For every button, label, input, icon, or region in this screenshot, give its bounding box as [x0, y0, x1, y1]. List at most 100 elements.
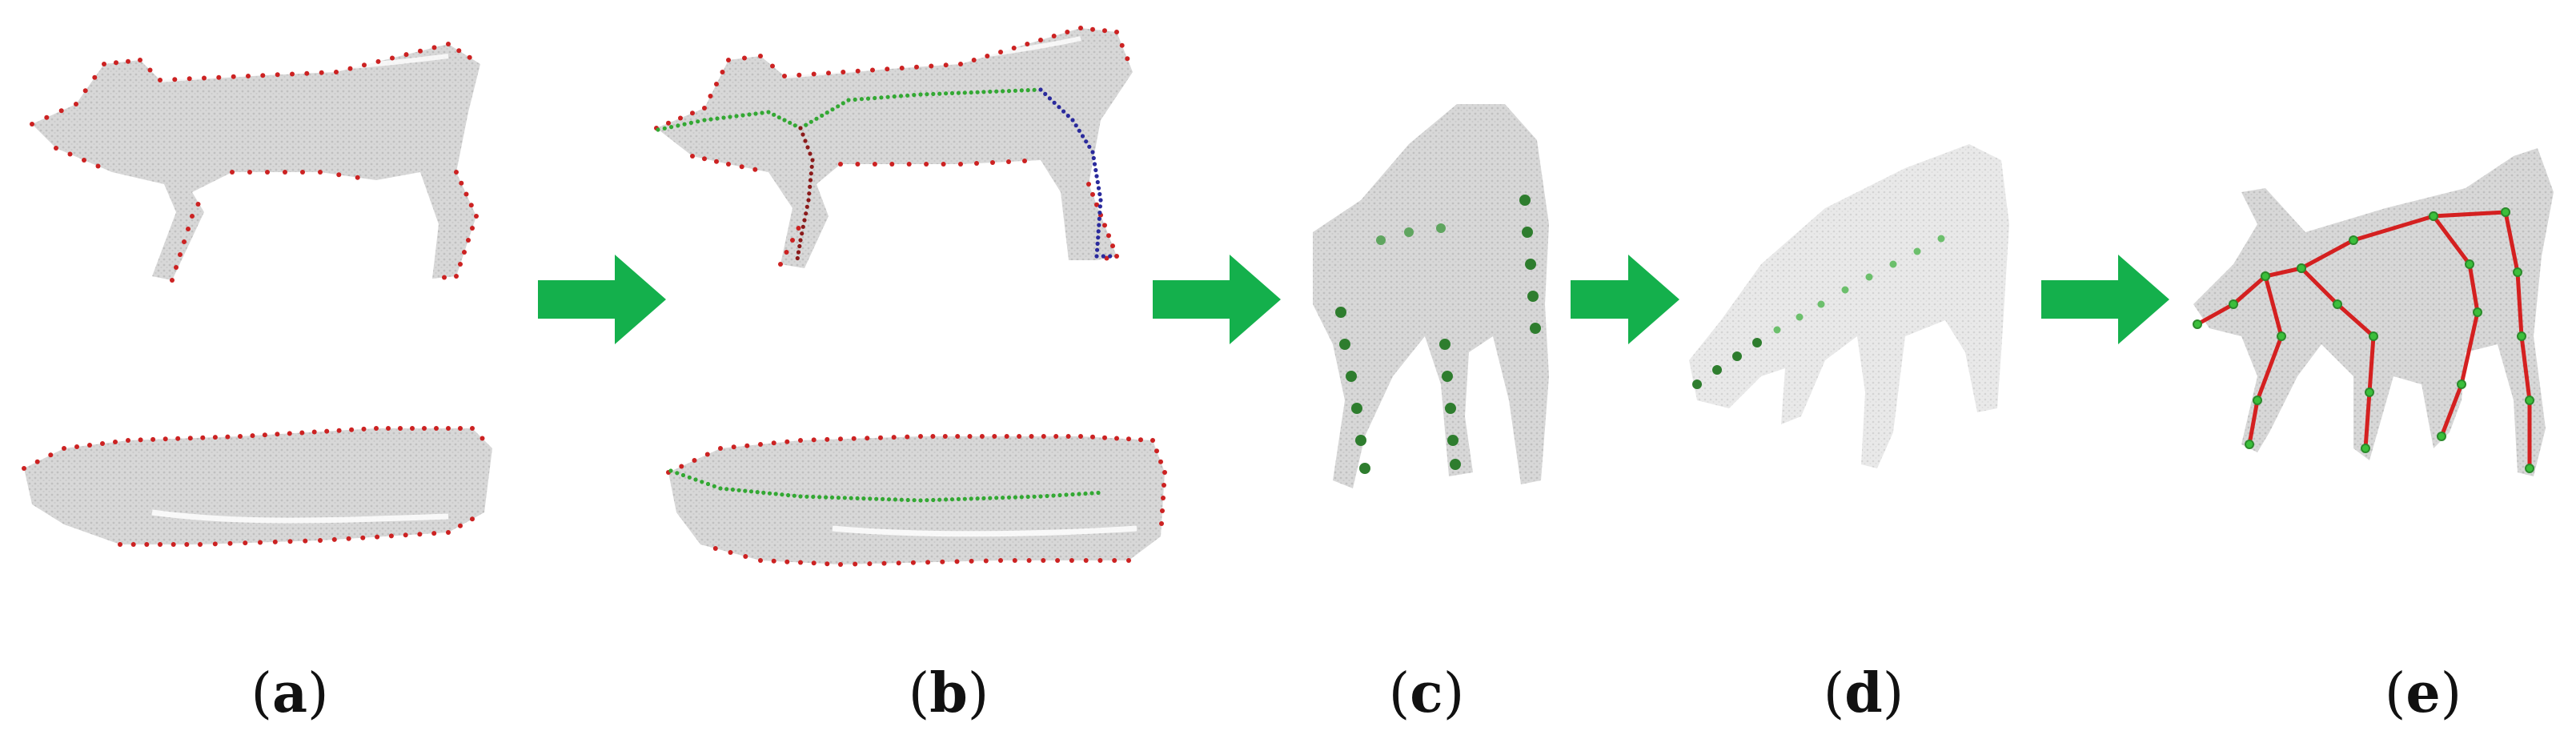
contour-point [1125, 56, 1130, 62]
contour-point [1017, 434, 1022, 439]
contour-point [811, 560, 817, 566]
spine-point [792, 493, 796, 498]
skeleton-joint [2349, 235, 2358, 245]
contour-point [82, 88, 88, 94]
contour-point [985, 54, 990, 58]
contour-point [48, 452, 54, 458]
spine-point [824, 495, 829, 500]
spine-point [937, 497, 942, 502]
spine-point [740, 113, 745, 118]
contour-point [942, 434, 948, 439]
spine-point [1077, 492, 1081, 496]
contour-point [1154, 448, 1159, 454]
contour-point [1006, 159, 1011, 164]
spine-point [1057, 492, 1062, 498]
contour-point [324, 428, 330, 434]
contour-point [1065, 30, 1070, 34]
spine-point [849, 496, 853, 500]
spine-point [1096, 490, 1101, 496]
spine-point [830, 107, 835, 112]
contour-point [796, 72, 802, 78]
spine-point [975, 90, 980, 94]
contour-point [958, 62, 963, 66]
front-leg-point [805, 145, 810, 150]
contour-point [1090, 434, 1095, 440]
contour-point [431, 45, 437, 50]
contour-point [272, 539, 278, 544]
skeleton-joint [2261, 271, 2270, 281]
spine-point [879, 95, 884, 100]
spine-point [918, 498, 923, 503]
skeleton-joint [2253, 396, 2262, 405]
contour-point [983, 558, 989, 564]
contour-point [171, 542, 176, 547]
contour-point [1161, 496, 1166, 500]
spine-joint-point [1692, 380, 1702, 389]
spine-point [994, 496, 999, 500]
contour-point [470, 226, 475, 231]
contour-point [318, 170, 323, 175]
contour-point [905, 434, 910, 440]
contour-point [1038, 38, 1043, 42]
contour-point [798, 560, 803, 565]
contour-point [778, 262, 783, 267]
contour-point [172, 77, 178, 82]
spine-point [975, 496, 980, 501]
spine-point [981, 496, 986, 501]
spine-point [1013, 88, 1017, 93]
contour-point [752, 167, 758, 172]
contour-point [1069, 558, 1074, 563]
contour-point [30, 122, 34, 127]
spine-point [842, 496, 847, 500]
spine-point [766, 110, 771, 114]
spine-joint-point [1889, 260, 1897, 268]
spine-point [656, 127, 660, 132]
spine-point [925, 92, 929, 97]
contour-point [158, 542, 163, 547]
spine-point [1019, 88, 1024, 93]
leg-joint-point [1527, 291, 1539, 302]
hind-leg-point [1061, 109, 1066, 114]
contour-point [825, 436, 830, 442]
contour-point [712, 546, 718, 551]
contour-point [138, 58, 142, 62]
contour-point [459, 180, 464, 186]
contour-point [318, 538, 323, 543]
contour-point [22, 466, 26, 471]
skeleton-joint [2361, 444, 2370, 453]
front-leg-point [795, 255, 800, 261]
contour-point [1051, 34, 1057, 38]
spine-point [855, 496, 860, 501]
spine-point [846, 98, 851, 102]
contour-point [974, 161, 979, 166]
contour-point [1160, 508, 1165, 513]
contour-point [1065, 434, 1071, 439]
contour-point [954, 559, 960, 564]
panel-d-cow-cloud [1689, 144, 2009, 468]
contour-point [362, 62, 367, 68]
spine-point [825, 110, 829, 115]
spine-point [885, 94, 890, 99]
contour-point [200, 435, 206, 440]
contour-point [796, 226, 801, 231]
contour-point [303, 538, 308, 544]
contour-point [74, 102, 78, 106]
hind-leg-point [1097, 216, 1101, 221]
contour-point [889, 162, 895, 167]
contour-point [230, 170, 235, 175]
contour-point [410, 426, 415, 431]
hind-leg-point [1065, 114, 1070, 118]
spine-point [693, 477, 698, 482]
spine-point [1045, 493, 1049, 499]
contour-point [1041, 434, 1046, 439]
contour-point [474, 214, 479, 219]
hind-leg-point [1096, 229, 1101, 234]
spine-point [820, 113, 825, 118]
front-leg-point [803, 139, 808, 143]
hind-leg-point [1087, 144, 1092, 149]
hind-leg-point [1092, 162, 1097, 167]
spine-point [743, 488, 748, 493]
spine-point [912, 93, 917, 98]
panel-b-side-view-cloud [656, 28, 1133, 268]
